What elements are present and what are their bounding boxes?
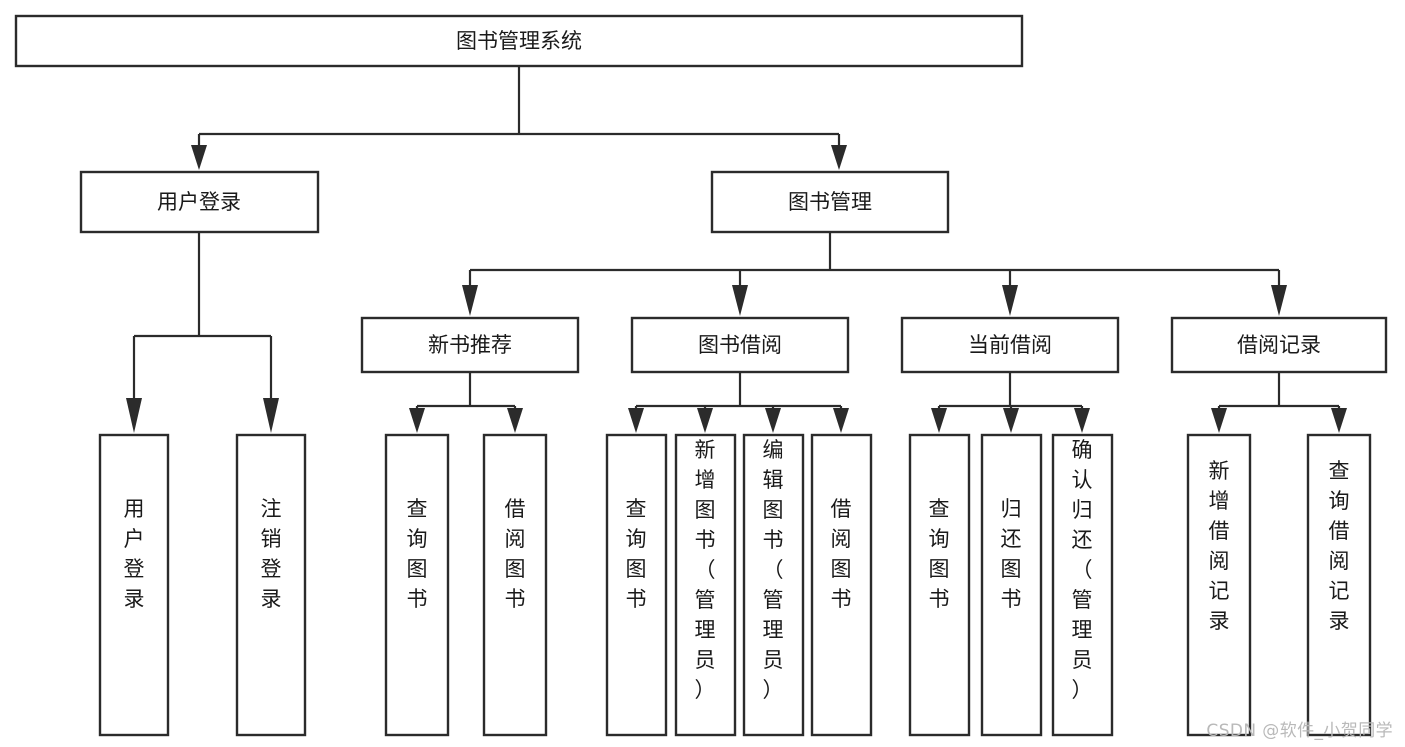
node-leaf-user-login-label: 用户登录	[124, 497, 145, 611]
node-leaf-query-book-3-label: 查询图书	[929, 497, 950, 611]
arrow-to-current-borrow	[1002, 285, 1018, 316]
arrow-to-leaf-query-book-1	[409, 408, 425, 433]
node-root[interactable]: 图书管理系统	[14, 14, 1024, 68]
arrow-to-leaf-edit-book	[765, 408, 781, 433]
node-new-book-rec-box[interactable]	[360, 316, 580, 374]
node-book-borrow[interactable]: 图书借阅	[630, 316, 850, 374]
node-leaf-add-record-box[interactable]	[1186, 433, 1252, 737]
node-book-borrow-label: 图书借阅	[698, 333, 782, 357]
arrow-to-leaf-add-record	[1211, 408, 1227, 433]
node-leaf-return-book-label: 归还图书	[1001, 497, 1022, 611]
arrow-to-leaf-user-login	[126, 398, 142, 433]
node-root-box[interactable]	[14, 14, 1024, 68]
arrow-to-leaf-query-book-3	[931, 408, 947, 433]
arrow-to-leaf-query-book-2	[628, 408, 644, 433]
node-borrow-record-box[interactable]	[1170, 316, 1388, 374]
node-current-borrow[interactable]: 当前借阅	[900, 316, 1120, 374]
node-leaf-user-logout-box[interactable]	[235, 433, 307, 737]
node-root-label: 图书管理系统	[456, 29, 582, 53]
node-leaf-borrow-book-1-box[interactable]	[482, 433, 548, 737]
node-leaf-query-book-2[interactable]: 查询图书	[605, 433, 668, 737]
node-leaf-confirm-return[interactable]: 确认归还（管理员）	[1051, 433, 1114, 737]
arrow-to-borrow-record	[1271, 285, 1287, 316]
node-leaf-query-book-2-label: 查询图书	[626, 497, 647, 611]
arrow-to-book-manage	[831, 145, 847, 170]
node-leaf-confirm-return-label: 确认归还（管理员）	[1072, 438, 1093, 702]
node-leaf-query-book-1-label: 查询图书	[407, 497, 428, 611]
node-leaf-user-logout-label: 注销登录	[261, 497, 282, 611]
node-leaf-user-logout[interactable]: 注销登录	[235, 433, 307, 737]
node-leaf-query-record-label: 查询借阅记录	[1329, 459, 1350, 633]
node-leaf-query-book-3[interactable]: 查询图书	[908, 433, 971, 737]
arrow-to-leaf-return-book	[1003, 408, 1019, 433]
node-user-login-box[interactable]	[79, 170, 320, 234]
node-book-manage-label: 图书管理	[788, 190, 872, 214]
node-borrow-record[interactable]: 借阅记录	[1170, 316, 1388, 374]
node-leaf-query-book-1-box[interactable]	[384, 433, 450, 737]
node-leaf-edit-book-label: 编辑图书（管理员）	[763, 438, 784, 702]
node-borrow-record-label: 借阅记录	[1237, 333, 1321, 357]
node-leaf-user-login-box[interactable]	[98, 433, 170, 737]
arrow-to-new-book-rec	[462, 285, 478, 316]
node-leaf-edit-book[interactable]: 编辑图书（管理员）	[742, 433, 805, 737]
node-leaf-borrow-book-2[interactable]: 借阅图书	[810, 433, 873, 737]
node-leaf-edit-book-box[interactable]	[742, 433, 805, 737]
node-leaf-confirm-return-box[interactable]	[1051, 433, 1114, 737]
node-leaf-add-book-box[interactable]	[674, 433, 737, 737]
node-leaf-add-book[interactable]: 新增图书（管理员）	[674, 433, 737, 737]
node-leaf-query-record[interactable]: 查询借阅记录	[1306, 433, 1372, 737]
node-leaf-add-book-label: 新增图书（管理员）	[695, 438, 716, 702]
node-new-book-rec-label: 新书推荐	[428, 333, 512, 357]
arrow-to-leaf-borrow-book-1	[507, 408, 523, 433]
node-leaf-add-record[interactable]: 新增借阅记录	[1186, 433, 1252, 737]
csdn-watermark: CSDN @软件_小贺同学	[1206, 721, 1393, 741]
node-leaf-borrow-book-1-label: 借阅图书	[505, 497, 526, 611]
node-current-borrow-box[interactable]	[900, 316, 1120, 374]
node-leaf-query-book-3-box[interactable]	[908, 433, 971, 737]
node-leaf-query-record-box[interactable]	[1306, 433, 1372, 737]
node-leaf-return-book-box[interactable]	[980, 433, 1043, 737]
node-leaf-query-book-2-box[interactable]	[605, 433, 668, 737]
arrow-to-leaf-user-logout	[263, 398, 279, 433]
node-new-book-rec[interactable]: 新书推荐	[360, 316, 580, 374]
node-leaf-query-book-1[interactable]: 查询图书	[384, 433, 450, 737]
connectors-group	[126, 66, 1347, 433]
node-book-manage[interactable]: 图书管理	[710, 170, 950, 234]
node-user-login-label: 用户登录	[157, 190, 241, 214]
arrow-to-user-login	[191, 145, 207, 170]
arrow-to-leaf-add-book	[697, 408, 713, 433]
node-leaf-borrow-book-1[interactable]: 借阅图书	[482, 433, 548, 737]
node-leaf-add-record-label: 新增借阅记录	[1209, 459, 1230, 633]
arrow-to-book-borrow	[732, 285, 748, 316]
node-book-borrow-box[interactable]	[630, 316, 850, 374]
node-leaf-user-login[interactable]: 用户登录	[98, 433, 170, 737]
node-leaf-return-book[interactable]: 归还图书	[980, 433, 1043, 737]
node-leaf-borrow-book-2-label: 借阅图书	[831, 497, 852, 611]
arrow-to-leaf-borrow-book-2	[833, 408, 849, 433]
arrow-to-leaf-confirm-return	[1074, 408, 1090, 433]
arrow-to-leaf-query-record	[1331, 408, 1347, 433]
node-current-borrow-label: 当前借阅	[968, 333, 1052, 357]
node-book-manage-box[interactable]	[710, 170, 950, 234]
node-leaf-borrow-book-2-box[interactable]	[810, 433, 873, 737]
node-user-login[interactable]: 用户登录	[79, 170, 320, 234]
